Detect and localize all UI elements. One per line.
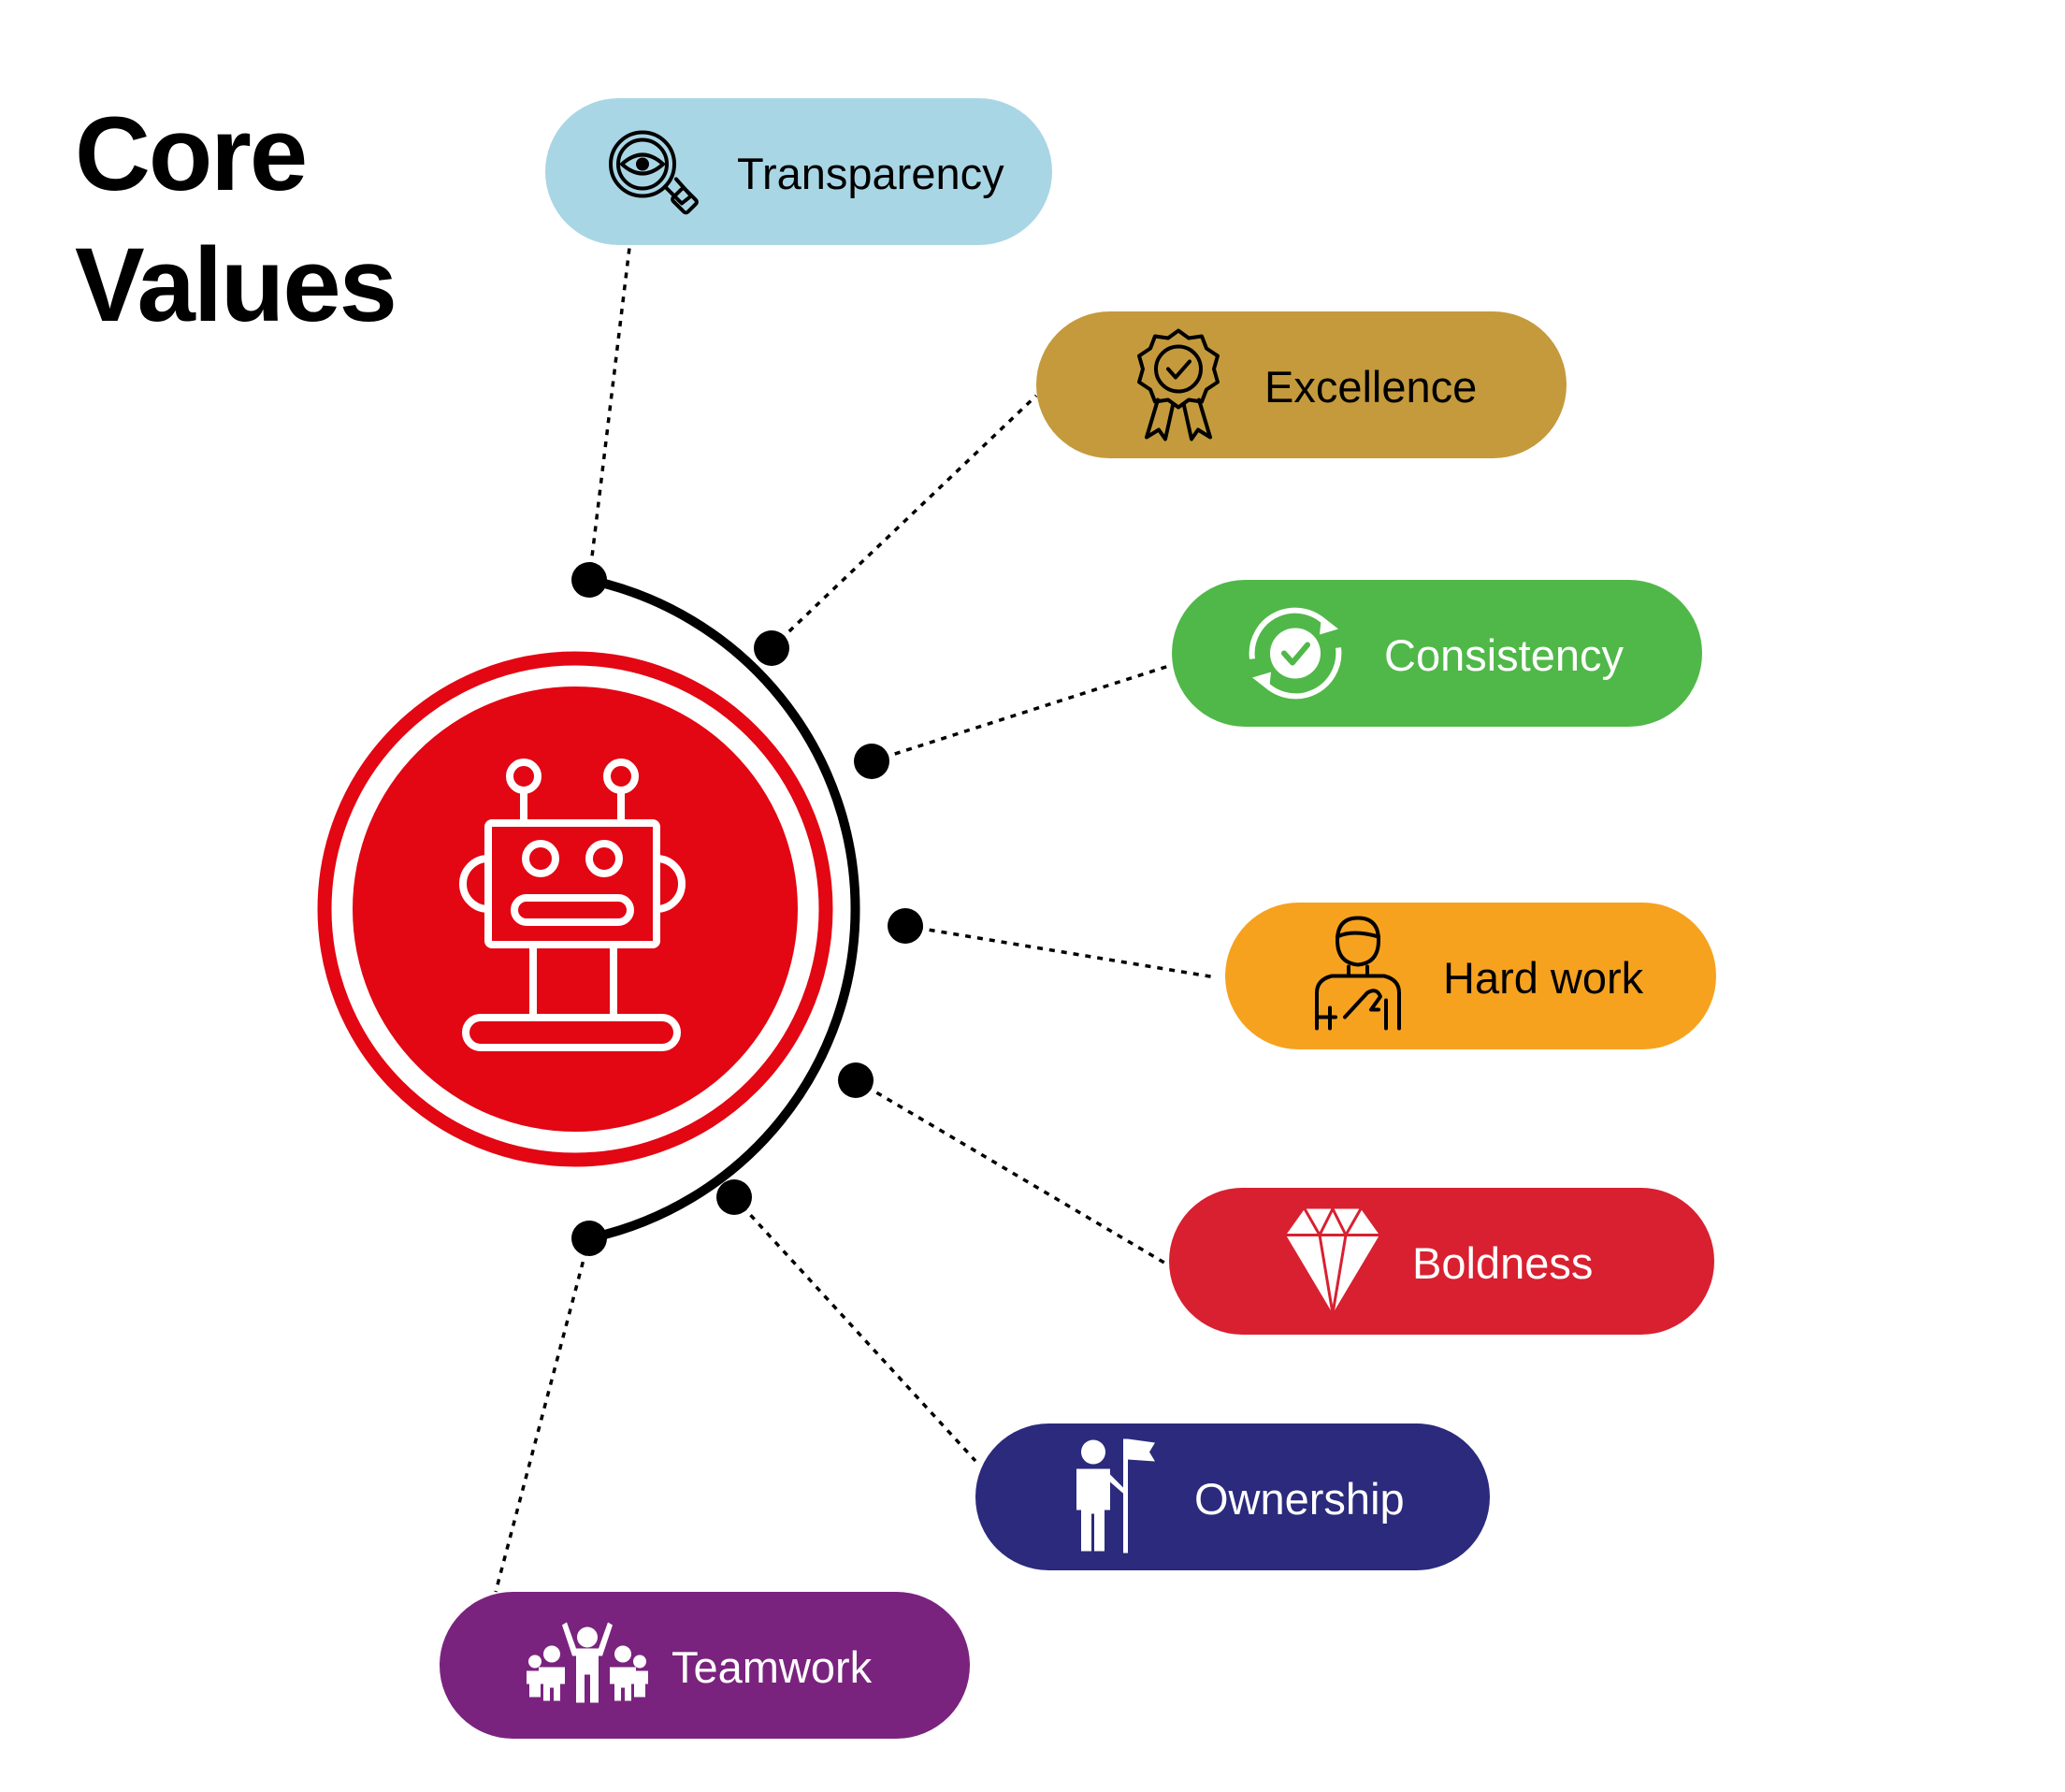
- value-pill-consistency: Consistency: [1172, 580, 1702, 727]
- refresh-check-icon: [1249, 607, 1342, 700]
- connector-transparency: [587, 247, 631, 581]
- main-arc: [585, 575, 860, 1243]
- arc-node-ownership: [716, 1179, 752, 1215]
- hub-fill: [353, 686, 798, 1132]
- arc-node-boldness: [838, 1062, 874, 1098]
- page-title: Core Values: [75, 89, 397, 351]
- value-pill-excellence: Excellence: [1036, 311, 1567, 458]
- value-label-boldness: Boldness: [1412, 1238, 1593, 1288]
- title-line-1: Core: [75, 95, 308, 212]
- connector-teamwork: [494, 1237, 591, 1593]
- value-label-hard-work: Hard work: [1443, 953, 1644, 1003]
- arc-node-consistency: [854, 744, 889, 779]
- team-people-icon: [527, 1622, 648, 1703]
- connector-ownership: [732, 1195, 977, 1463]
- pill-background: [545, 98, 1052, 245]
- pill-background: [440, 1592, 970, 1739]
- award-badge-icon: [1137, 328, 1220, 441]
- value-pill-transparency: Transparency: [545, 98, 1052, 245]
- hub-outer-ring: [317, 651, 833, 1167]
- arc-node-transparency: [571, 562, 607, 598]
- pill-background: [1172, 580, 1702, 727]
- value-pill-ownership: Ownership: [975, 1423, 1490, 1570]
- center-hub: [317, 651, 833, 1167]
- person-hand-on-heart-icon: [1315, 916, 1401, 1031]
- value-label-excellence: Excellence: [1264, 362, 1477, 412]
- eye-magnifier-icon: [609, 130, 699, 215]
- connector-consistency: [871, 663, 1173, 763]
- value-label-consistency: Consistency: [1384, 630, 1624, 680]
- connector-lines: [494, 247, 1217, 1593]
- value-pill-teamwork: Teamwork: [440, 1592, 970, 1739]
- connector-boldness: [855, 1078, 1170, 1267]
- connector-hard-work: [904, 924, 1217, 979]
- value-label-transparency: Transparency: [737, 149, 1004, 198]
- robot-icon: [459, 759, 686, 1051]
- connector-excellence: [770, 394, 1038, 650]
- arc-node-excellence: [754, 630, 789, 666]
- value-pill-hard-work: Hard work: [1225, 903, 1716, 1049]
- value-label-teamwork: Teamwork: [671, 1642, 873, 1692]
- arc-node-hard-work: [888, 908, 923, 944]
- value-label-ownership: Ownership: [1194, 1474, 1405, 1524]
- arc-node-teamwork: [571, 1221, 607, 1256]
- value-pill-boldness: Boldness: [1169, 1188, 1714, 1335]
- diamond-icon: [1286, 1206, 1379, 1314]
- person-flag-icon: [1076, 1438, 1155, 1554]
- arc-nodes: [571, 562, 923, 1256]
- title-line-2: Values: [75, 226, 397, 343]
